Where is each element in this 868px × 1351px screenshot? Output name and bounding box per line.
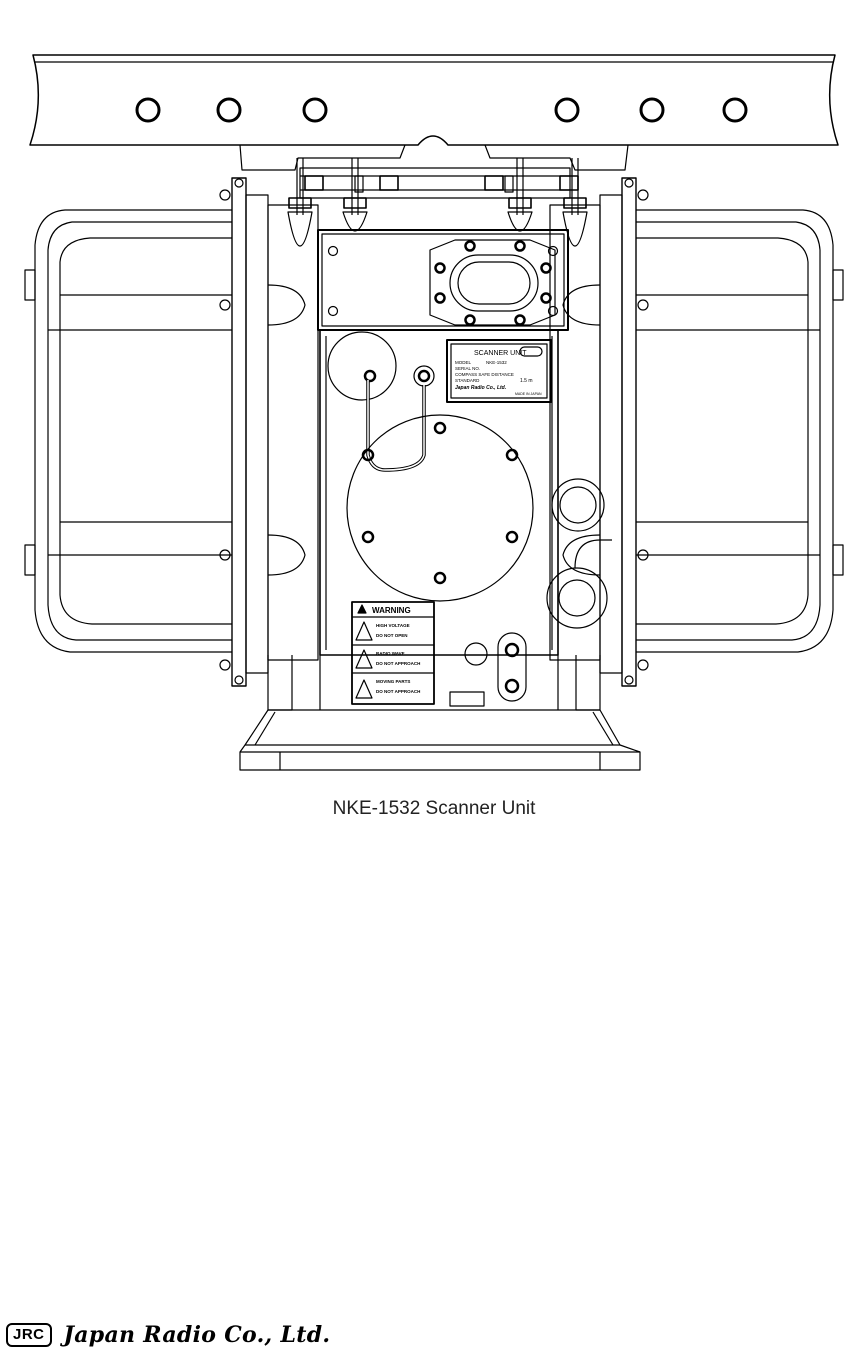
nameplate-origin: MADE IN JAPAN: [515, 392, 542, 396]
warning-note-3: DO NOT APPROACH: [376, 689, 420, 694]
nameplate-compass-label: COMPASS SAFE DISTANCE: [455, 372, 514, 377]
pedestal-base: [240, 655, 640, 770]
nameplate-standard-value: 1.5 m: [520, 378, 533, 384]
antenna-beam: [30, 55, 838, 145]
nameplate: SCANNER UNIT MODEL NKE-1532 SERIAL NO. C…: [447, 340, 551, 402]
nameplate-model-label: MODEL: [455, 360, 472, 365]
nameplate-model-value: NKE-1532: [486, 360, 507, 365]
scanner-unit-drawing: SCANNER UNIT MODEL NKE-1532 SERIAL NO. C…: [0, 0, 868, 790]
warning-note-2: DO NOT APPROACH: [376, 661, 420, 666]
warning-label: WARNING HIGH VOLTAGE DO NOT OPEN RADIO W…: [352, 602, 434, 704]
nameplate-title: SCANNER UNIT: [474, 350, 527, 357]
warning-item-3: MOVING PARTS: [376, 679, 410, 684]
company-name: Japan Radio Co., Ltd.: [64, 1322, 331, 1348]
warning-header: WARNING: [372, 606, 411, 615]
nameplate-standard-label: STANDARD: [455, 378, 480, 383]
warning-item-1: HIGH VOLTAGE: [376, 623, 410, 628]
footer-logo: JRC Japan Radio Co., Ltd.: [6, 1322, 330, 1348]
warning-note-1: DO NOT OPEN: [376, 633, 408, 638]
left-housing: [25, 178, 318, 686]
central-body: [318, 230, 612, 706]
warning-item-2: RADIO WAVE: [376, 651, 405, 656]
nameplate-serial-label: SERIAL NO.: [455, 366, 480, 371]
figure-caption: NKE-1532 Scanner Unit: [0, 798, 868, 820]
nameplate-maker: Japan Radio Co., Ltd.: [455, 385, 506, 391]
right-housing: [550, 178, 843, 686]
jrc-logo-badge: JRC: [6, 1323, 52, 1347]
